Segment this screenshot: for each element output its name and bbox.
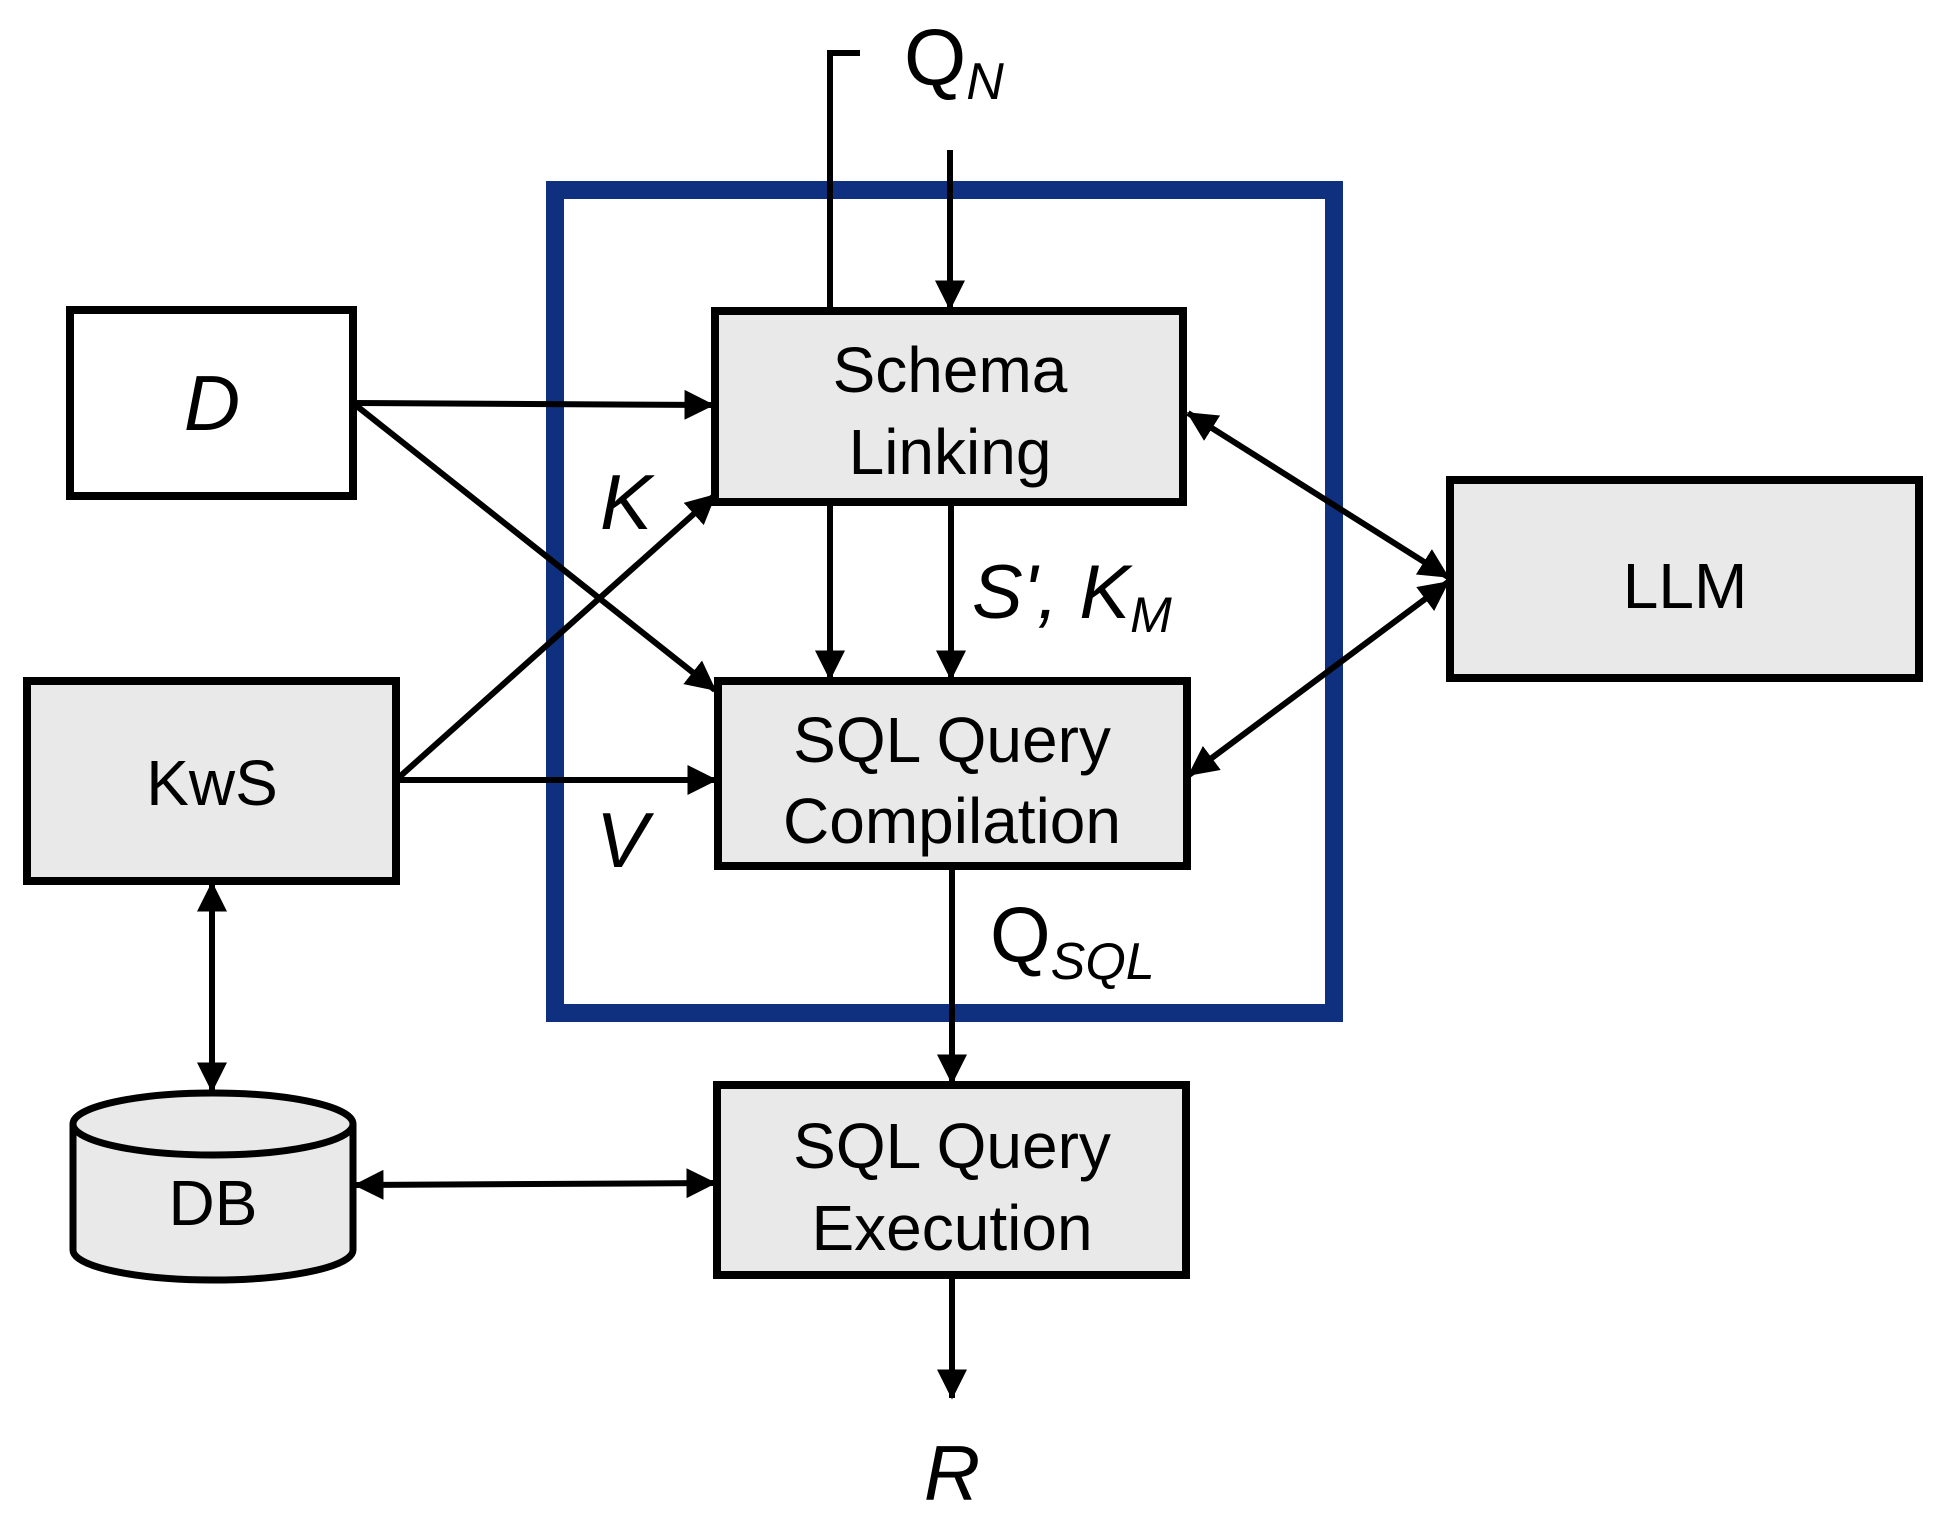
node-llm[interactable]: LLM bbox=[1446, 476, 1923, 682]
label-qn-sub: N bbox=[966, 53, 1004, 111]
sql-compilation-line1: SQL Query bbox=[793, 704, 1111, 776]
node-kws[interactable]: KwS bbox=[23, 677, 400, 885]
label-qsql-sub: SQL bbox=[1051, 933, 1155, 991]
sql-compilation-line2: Compilation bbox=[783, 785, 1121, 857]
schema-linking-line2: Linking bbox=[849, 416, 1052, 488]
edge-d-to-compilation bbox=[351, 400, 717, 693]
label-qsql: QSQL bbox=[990, 891, 1155, 991]
sql-execution-line1: SQL Query bbox=[793, 1110, 1111, 1182]
edge-kws-to-schema bbox=[394, 492, 717, 783]
node-kws-label: KwS bbox=[146, 747, 278, 819]
schema-linking-line1: Schema bbox=[833, 334, 1068, 406]
edge-db-execution bbox=[353, 1168, 717, 1200]
label-s-km-sub: M bbox=[1130, 587, 1172, 643]
node-sql-compilation[interactable]: SQL Query Compilation bbox=[714, 677, 1191, 870]
label-k: K bbox=[600, 458, 655, 546]
label-s-km: S', KM bbox=[972, 550, 1172, 643]
node-sql-execution[interactable]: SQL Query Execution bbox=[713, 1081, 1190, 1279]
node-d[interactable]: D bbox=[66, 306, 357, 500]
edges bbox=[197, 50, 1450, 1400]
label-qn: QN bbox=[904, 13, 1004, 111]
label-r: R bbox=[924, 1429, 980, 1517]
node-schema-linking[interactable]: Schema Linking bbox=[711, 307, 1187, 506]
db-cylinder-body bbox=[69, 1124, 357, 1284]
db-cylinder-top bbox=[69, 1089, 357, 1159]
node-db[interactable]: DB bbox=[69, 1089, 357, 1284]
label-v: V bbox=[596, 796, 655, 884]
sql-execution-line2: Execution bbox=[811, 1192, 1092, 1264]
edge-qn-bypass bbox=[827, 50, 860, 311]
edge-d-to-schema bbox=[352, 389, 715, 420]
node-llm-label: LLM bbox=[1623, 550, 1748, 622]
edge-schema-llm bbox=[1186, 410, 1450, 580]
node-db-label: DB bbox=[169, 1167, 258, 1239]
edge-compilation-llm bbox=[1187, 579, 1450, 778]
node-d-label: D bbox=[184, 359, 240, 447]
